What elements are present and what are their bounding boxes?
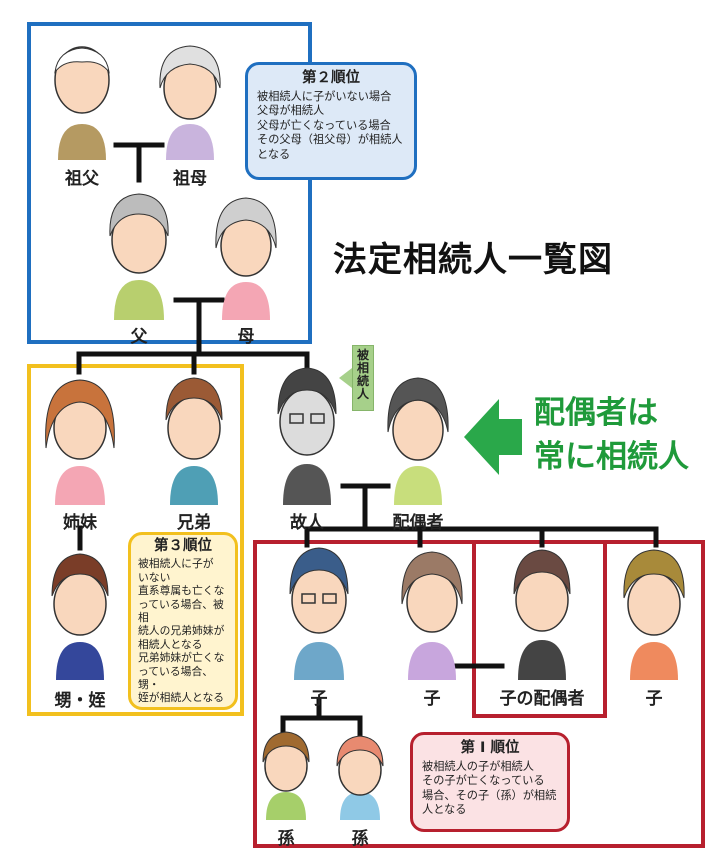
sister-figure xyxy=(45,379,115,505)
rank2-frame xyxy=(27,22,312,344)
grandchild2-figure xyxy=(336,735,384,820)
rank1-heading: 第 I 順位 xyxy=(460,740,520,756)
rank3-box: 第３順位 被相続人に子が いない 直系尊属も亡くな っている場合、被相 続人の兄… xyxy=(128,532,238,710)
label-brother: 兄弟 xyxy=(177,513,211,533)
diagram-title: 法定相続人一覧図 xyxy=(333,240,613,280)
label-child2: 子 xyxy=(423,689,441,709)
nephew-figure xyxy=(51,553,109,680)
rank2-box: 第２順位 被相続人に子がいない場合 父母が相続人 父母が亡くなっている場合 その… xyxy=(245,62,417,180)
grandchild1-figure xyxy=(262,731,310,820)
label-mother: 母 xyxy=(237,327,255,347)
deceased-tag: 被相続人 xyxy=(352,345,374,411)
spouse-arrow-icon xyxy=(464,399,522,475)
label-grandchild1: 孫 xyxy=(277,829,295,849)
label-deceased: 故人 xyxy=(290,513,324,533)
rank2-heading: 第２順位 xyxy=(302,70,360,86)
label-sister: 姉妹 xyxy=(63,513,97,533)
spouse-figure xyxy=(387,377,449,505)
label-grandmother: 祖母 xyxy=(173,169,207,189)
rank2-text: 被相続人に子がいない場合 父母が相続人 父母が亡くなっている場合 その父母（祖父… xyxy=(257,89,403,161)
rank3-text: 被相続人に子が いない 直系尊属も亡くな っている場合、被相 続人の兄弟姉妹が … xyxy=(138,557,225,705)
rank1-text: 被相続人の子が相続人 その子が亡くなっている 場合、その子（孫）が相続 人となる xyxy=(422,759,557,817)
rank3-frame xyxy=(27,364,244,716)
label-grandfather: 祖父 xyxy=(65,169,99,189)
label-nephew-niece: 甥・姪 xyxy=(54,691,106,711)
child1-figure xyxy=(289,547,349,680)
grandmother-figure xyxy=(159,45,221,160)
child3-figure xyxy=(623,549,685,680)
mother-figure xyxy=(215,197,277,320)
label-father: 父 xyxy=(130,327,148,347)
label-child-spouse: 子の配偶者 xyxy=(499,689,585,709)
deceased-tag-text: 被相続人 xyxy=(356,348,369,401)
child2-figure xyxy=(401,551,463,680)
rank3-heading: 第３順位 xyxy=(154,538,212,554)
child-spouse-figure xyxy=(513,549,571,680)
label-spouse: 配偶者 xyxy=(392,513,444,533)
spouse-note-line2: 常に相続人 xyxy=(534,439,689,475)
brother-figure xyxy=(165,377,223,505)
deceased-figure xyxy=(277,367,337,505)
father-figure xyxy=(109,193,169,320)
label-child1: 子 xyxy=(310,689,328,709)
grandfather-figure xyxy=(54,46,110,160)
label-grandchild2: 孫 xyxy=(351,829,369,849)
spouse-note-line1: 配偶者は xyxy=(534,395,658,431)
label-child3: 子 xyxy=(645,689,663,709)
rank1-box: 第 I 順位 被相続人の子が相続人 その子が亡くなっている 場合、その子（孫）が… xyxy=(410,732,570,832)
